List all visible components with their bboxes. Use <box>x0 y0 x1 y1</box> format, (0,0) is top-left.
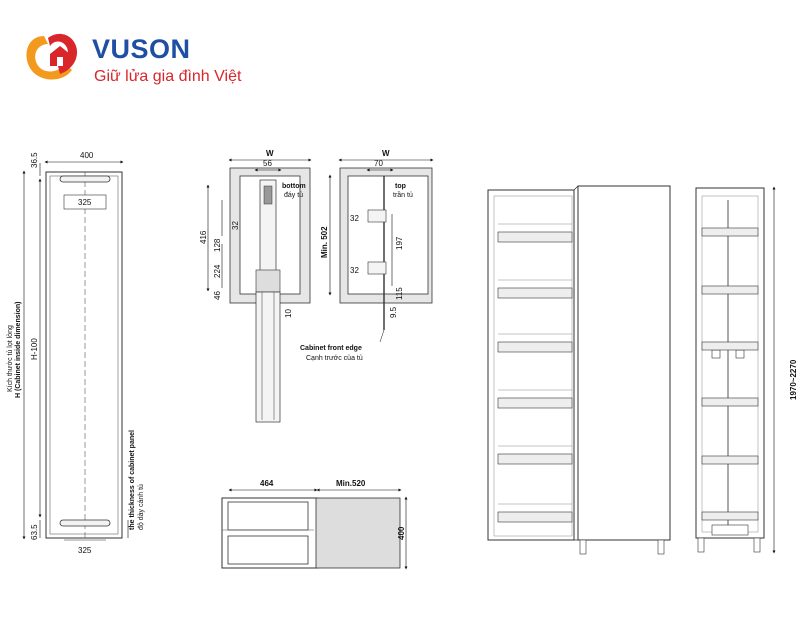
side-a-w-value: 56 <box>263 159 272 168</box>
front-cabinet-inside-label: H (Cabinet inside dimension) <box>15 302 22 398</box>
cabinet-front-edge-vi-label: Cạnh trước của tủ <box>306 354 363 362</box>
front-shelves <box>701 227 759 521</box>
top-view: 464 Min.520 400 <box>221 479 408 570</box>
front-shelf <box>701 341 759 351</box>
side-b-9-5-label: 9.5 <box>389 306 398 318</box>
side-b-32a-label: 32 <box>350 214 359 223</box>
front-rail-bottom-label: 325 <box>78 546 92 555</box>
front-panel-thickness-vi-label: độ dày cánh tủ <box>137 484 145 530</box>
front-bottom-offset-label: 63.5 <box>30 524 39 540</box>
tall-unit-front: 1970~2270 <box>695 186 798 554</box>
front-view: 400 325 325 36.5 63.5 H-100 H (Cabinet i… <box>6 151 145 555</box>
iso-shelf <box>497 389 573 409</box>
side-b-115-label: 115 <box>395 287 404 300</box>
side-b-top-label: top <box>395 183 406 190</box>
front-top-offset-label: 36.5 <box>30 152 39 168</box>
front-width-label: 400 <box>80 151 94 160</box>
side-a-bottom-label: bottom <box>282 183 306 190</box>
vuson-logo-icon <box>26 33 78 80</box>
tall-unit-perspective <box>487 185 671 555</box>
side-view-b: W 70 top trần tủ 32 32 197 115 9.5 Min. … <box>300 149 434 362</box>
front-shelf <box>701 397 759 407</box>
iso-shelves <box>497 223 573 523</box>
front-cabinet-inside-vi-label: Kích thước tủ lọt lòng <box>6 325 14 392</box>
brand-logo: VUSON Giữ lửa gia đình Việt <box>14 24 274 94</box>
front-height-label: H-100 <box>30 338 39 360</box>
side-b-w-label: W <box>382 149 390 158</box>
side-a-10-label: 10 <box>284 309 293 318</box>
tall-range-label: 1970~2270 <box>789 359 798 400</box>
side-a-32-label: 32 <box>231 221 240 230</box>
cabinet-front-edge-label: Cabinet front edge <box>300 345 362 352</box>
iso-shelf <box>497 333 573 353</box>
top-view-400-label: 400 <box>397 526 406 540</box>
iso-shelf <box>497 279 573 299</box>
side-b-top-vi-label: trần tủ <box>393 190 413 199</box>
side-a-128-label: 128 <box>213 238 222 252</box>
side-b-197-label: 197 <box>395 236 404 250</box>
front-shelf <box>701 227 759 237</box>
side-a-w-label: W <box>266 149 274 158</box>
side-a-416-label: 416 <box>199 230 208 244</box>
top-view-464-label: 464 <box>260 479 274 488</box>
front-rail-top-label: 325 <box>78 198 92 207</box>
front-shelf <box>701 285 759 295</box>
front-shelf <box>701 455 759 465</box>
iso-shelf <box>497 503 573 523</box>
side-b-32b-label: 32 <box>350 266 359 275</box>
top-view-min520-label: Min.520 <box>336 479 366 488</box>
side-a-bottom-vi-label: đáy tủ <box>284 191 303 199</box>
iso-shelf <box>497 223 573 243</box>
side-view-a: W 56 bottom đáy tủ 416 128 224 46 32 10 <box>199 149 312 423</box>
brand-tagline: Giữ lửa gia đình Việt <box>94 68 242 85</box>
side-a-224-label: 224 <box>213 264 222 278</box>
side-b-w-value: 70 <box>374 159 383 168</box>
brand-name: VUSON <box>92 34 191 64</box>
side-b-min-label: Min. 502 <box>320 226 329 258</box>
iso-shelf <box>497 445 573 465</box>
front-panel-thickness-label: the thickness of cabinet panel <box>129 430 136 530</box>
side-a-46-label: 46 <box>213 291 222 300</box>
front-shelf <box>701 511 759 521</box>
